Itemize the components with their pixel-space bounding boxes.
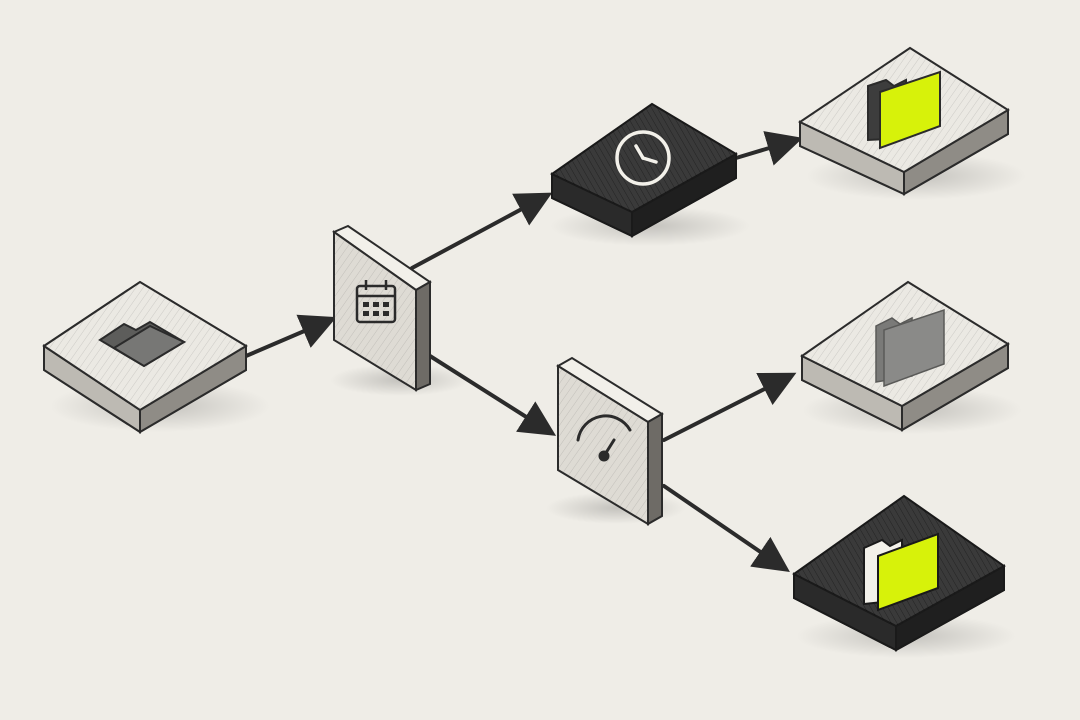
- clock-icon: [615, 130, 671, 186]
- edge-scheduler-to-throttle: [428, 354, 557, 436]
- gauge-icon: [576, 414, 632, 462]
- folder-icon: [875, 308, 945, 388]
- folder-icon: [98, 320, 187, 368]
- node-throttle: [546, 356, 686, 526]
- node-scheduler: [330, 224, 470, 396]
- node-timer: [550, 102, 750, 246]
- node-output-top: [797, 46, 1026, 200]
- edge-timer-to-output-top: [734, 131, 803, 166]
- folder-icon: [867, 70, 941, 150]
- edge-source-to-scheduler: [244, 314, 337, 358]
- edge-throttle-to-output-bottom: [662, 484, 790, 573]
- edge-throttle-to-output-middle: [662, 372, 797, 442]
- node-output-bottom: [792, 494, 1016, 658]
- node-output-middle: [800, 280, 1022, 434]
- folder-icon: [863, 532, 939, 612]
- edges: [244, 131, 803, 573]
- edge-scheduler-to-timer: [410, 192, 553, 270]
- node-source: [42, 280, 270, 434]
- calendar-icon: [355, 280, 397, 324]
